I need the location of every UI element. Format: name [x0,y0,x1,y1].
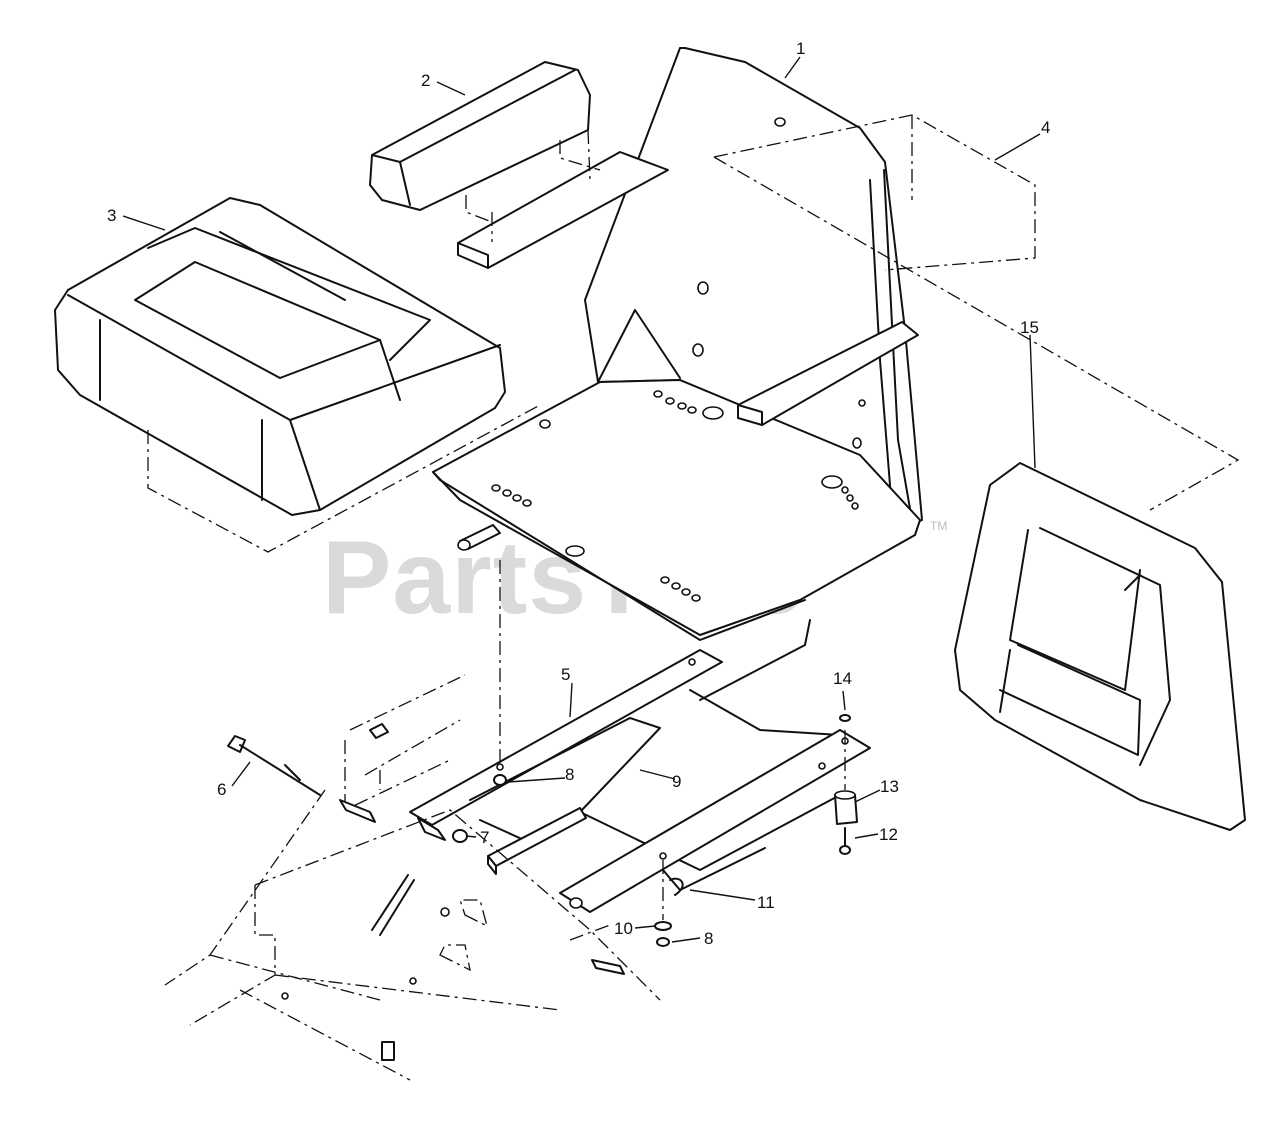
callout-labels: 1 2 3 4 5 6 7 8 9 10 11 12 13 14 15 8 [107,39,1050,948]
callout-11: 11 [757,893,775,912]
callout-4: 4 [1041,118,1050,137]
part-3-seat-cushion [54,197,541,553]
callout-leaders [122,56,1041,943]
callout-9: 9 [672,772,681,791]
callout-13: 13 [880,777,899,796]
part-15-back-cushion [954,462,1246,831]
callout-10: 10 [614,919,633,938]
part-9-slide-frame [469,619,871,913]
part-1-seat-frame [432,47,923,641]
part-5-seat-rail [409,649,723,841]
callout-14: 14 [833,669,852,688]
callout-6: 6 [217,780,226,799]
callout-8-lower: 8 [704,929,713,948]
callout-2: 2 [421,71,430,90]
hardware [227,560,858,947]
part-2-armrest-pad [369,61,601,242]
callout-12: 12 [879,825,898,844]
part-4-decal [713,114,1240,511]
watermark-trademark: TM [930,519,947,533]
callout-8-upper: 8 [565,765,574,784]
tractor-body-reference [164,674,661,1081]
callout-15: 15 [1020,318,1039,337]
callout-3: 3 [107,206,116,225]
callout-7: 7 [480,828,489,847]
callout-1: 1 [796,39,805,58]
callout-5: 5 [561,665,570,684]
